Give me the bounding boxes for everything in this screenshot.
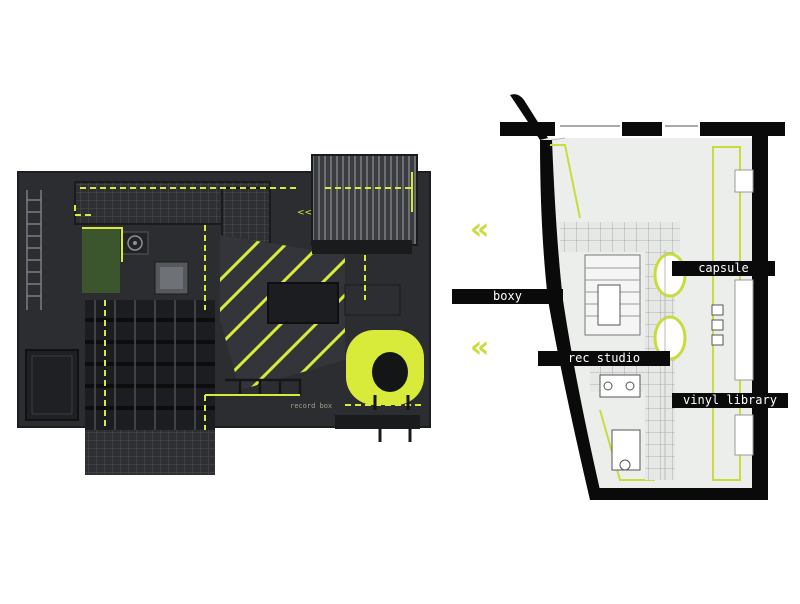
pod-platform (335, 415, 420, 429)
model-top-view: << record box (17, 154, 431, 475)
fan-icon (121, 231, 149, 255)
corner-cube (25, 349, 79, 421)
label-boxy: boxy (452, 289, 563, 304)
label-rec-studio: rec studio (538, 351, 670, 366)
accent-route-lines (74, 187, 425, 430)
tiled-zone-top (560, 222, 680, 252)
yellow-pod-icon (346, 330, 424, 410)
ladder-icon (26, 190, 42, 310)
vinyl-shelves (734, 169, 754, 456)
label-vinyl-library: vinyl library (672, 393, 788, 408)
accent-solid-lines (82, 172, 413, 396)
floor-plan (500, 94, 785, 500)
side-desk (344, 284, 401, 316)
label-capsule: capsule (672, 261, 775, 276)
model-sign-text: record box (290, 402, 332, 410)
round-table-icon (599, 374, 641, 471)
stair-icon (584, 254, 641, 336)
chevron-left-icon: « (470, 212, 490, 247)
green-wall-panel (82, 228, 120, 293)
mixing-desk (267, 282, 339, 324)
stage-railing (225, 378, 302, 395)
mini-chevron: << (297, 208, 312, 218)
plan-accent-lines (550, 144, 741, 481)
bleacher-steps (85, 300, 215, 475)
roof-grille (311, 154, 418, 246)
chair-icon (711, 304, 724, 346)
chevron-left-icon: « (470, 330, 490, 365)
